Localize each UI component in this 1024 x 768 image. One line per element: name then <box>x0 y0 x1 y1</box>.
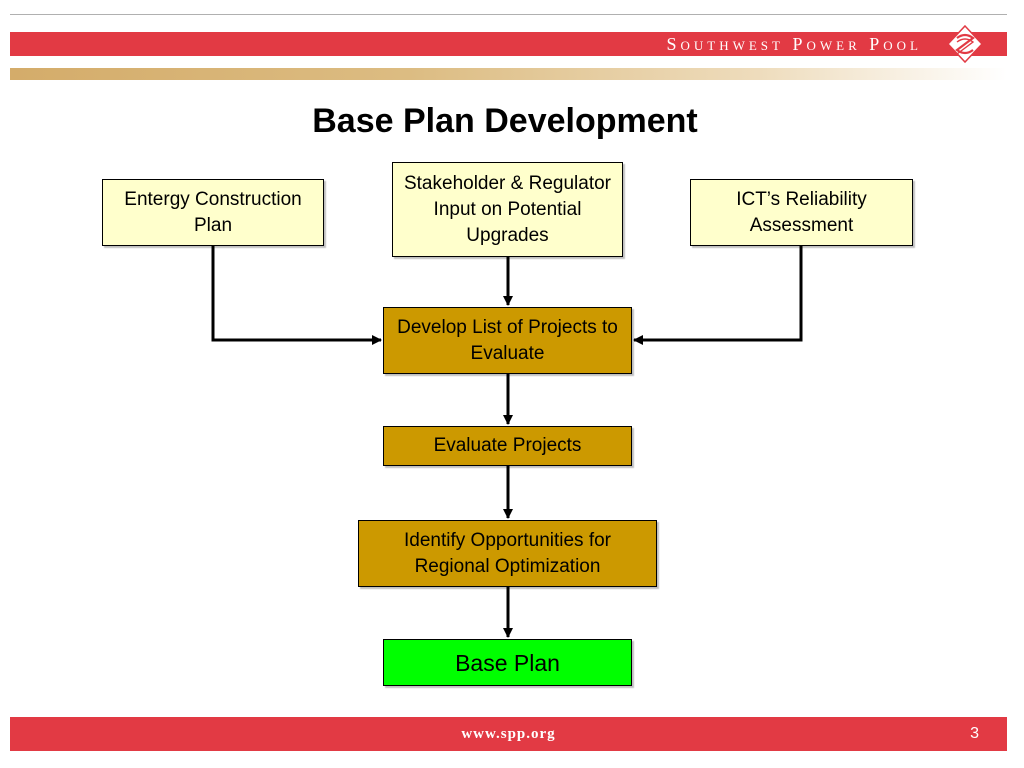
step-develop-list: Develop List of Projects to Evaluate <box>383 307 632 374</box>
connector-ict-to-develop <box>633 245 803 345</box>
organization-name: Southwest Power Pool <box>666 34 922 54</box>
spp-logo-icon <box>946 24 984 64</box>
input-label: Stakeholder & Regulator Input on Potenti… <box>403 172 611 246</box>
result-base-plan: Base Plan <box>383 639 632 686</box>
input-entergy-construction-plan: Entergy Construction Plan <box>102 179 324 246</box>
step-evaluate-projects: Evaluate Projects <box>383 426 632 466</box>
input-stakeholder-regulator: Stakeholder & Regulator Input on Potenti… <box>392 162 623 257</box>
connector-entergy-to-develop <box>211 245 382 345</box>
step-label: Develop List of Projects to Evaluate <box>397 316 618 364</box>
footer-url: www.spp.org <box>461 726 556 742</box>
slide-title: Base Plan Development <box>312 102 698 140</box>
step-label: Evaluate Projects <box>433 435 582 456</box>
input-ict-reliability-assessment: ICT’s Reliability Assessment <box>690 179 913 246</box>
result-label: Base Plan <box>455 649 560 676</box>
step-identify-opportunities: Identify Opportunities for Regional Opti… <box>358 520 657 587</box>
page-number: 3 <box>970 725 979 742</box>
input-label: ICT’s Reliability Assessment <box>736 188 867 236</box>
top-divider <box>10 14 1007 15</box>
footer-bar: www.spp.org 3 <box>10 717 1007 751</box>
step-label: Identify Opportunities for Regional Opti… <box>404 529 611 577</box>
header-accent-bar <box>10 68 1007 80</box>
input-label: Entergy Construction Plan <box>124 188 302 236</box>
header-bar: Southwest Power Pool <box>10 24 1007 64</box>
